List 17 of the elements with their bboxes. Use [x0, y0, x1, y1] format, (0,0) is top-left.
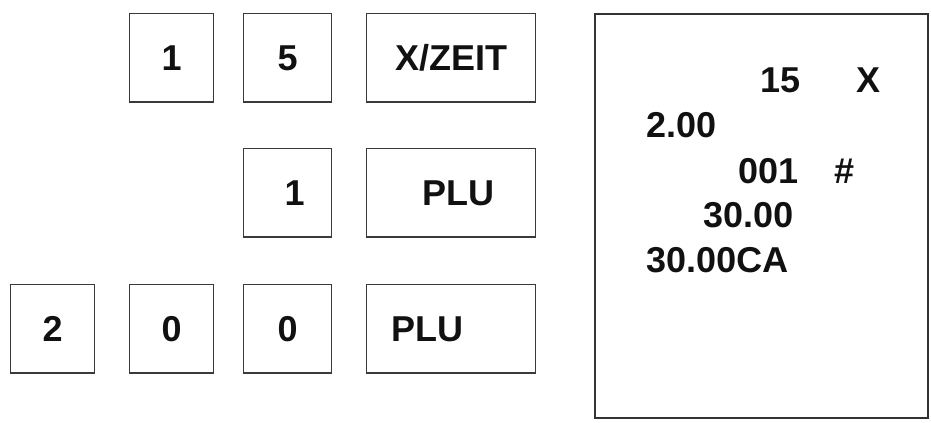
keypad-key: 1 — [129, 13, 214, 103]
receipt-line-text: # — [834, 153, 854, 189]
keypad-key: 5 — [243, 13, 332, 103]
keypad-key: 2 — [10, 284, 95, 374]
receipt-line-text: 001 — [738, 153, 798, 189]
keypad-key: PLU — [366, 284, 536, 374]
receipt-line-text: X — [856, 62, 880, 98]
keypad-key: 1 — [243, 148, 332, 238]
receipt-slip — [594, 13, 929, 419]
receipt-line-text: 15 — [760, 62, 800, 98]
keypad-key: X/ZEIT — [366, 13, 536, 103]
keypad-key: 0 — [129, 284, 214, 374]
keypad-key: PLU — [366, 148, 536, 238]
receipt-line-text: 2.00 — [646, 107, 716, 143]
receipt-line-text: 30.00 — [703, 197, 794, 233]
keypad-key: 0 — [243, 284, 332, 374]
receipt-line-text: 30.00CA — [646, 242, 788, 278]
